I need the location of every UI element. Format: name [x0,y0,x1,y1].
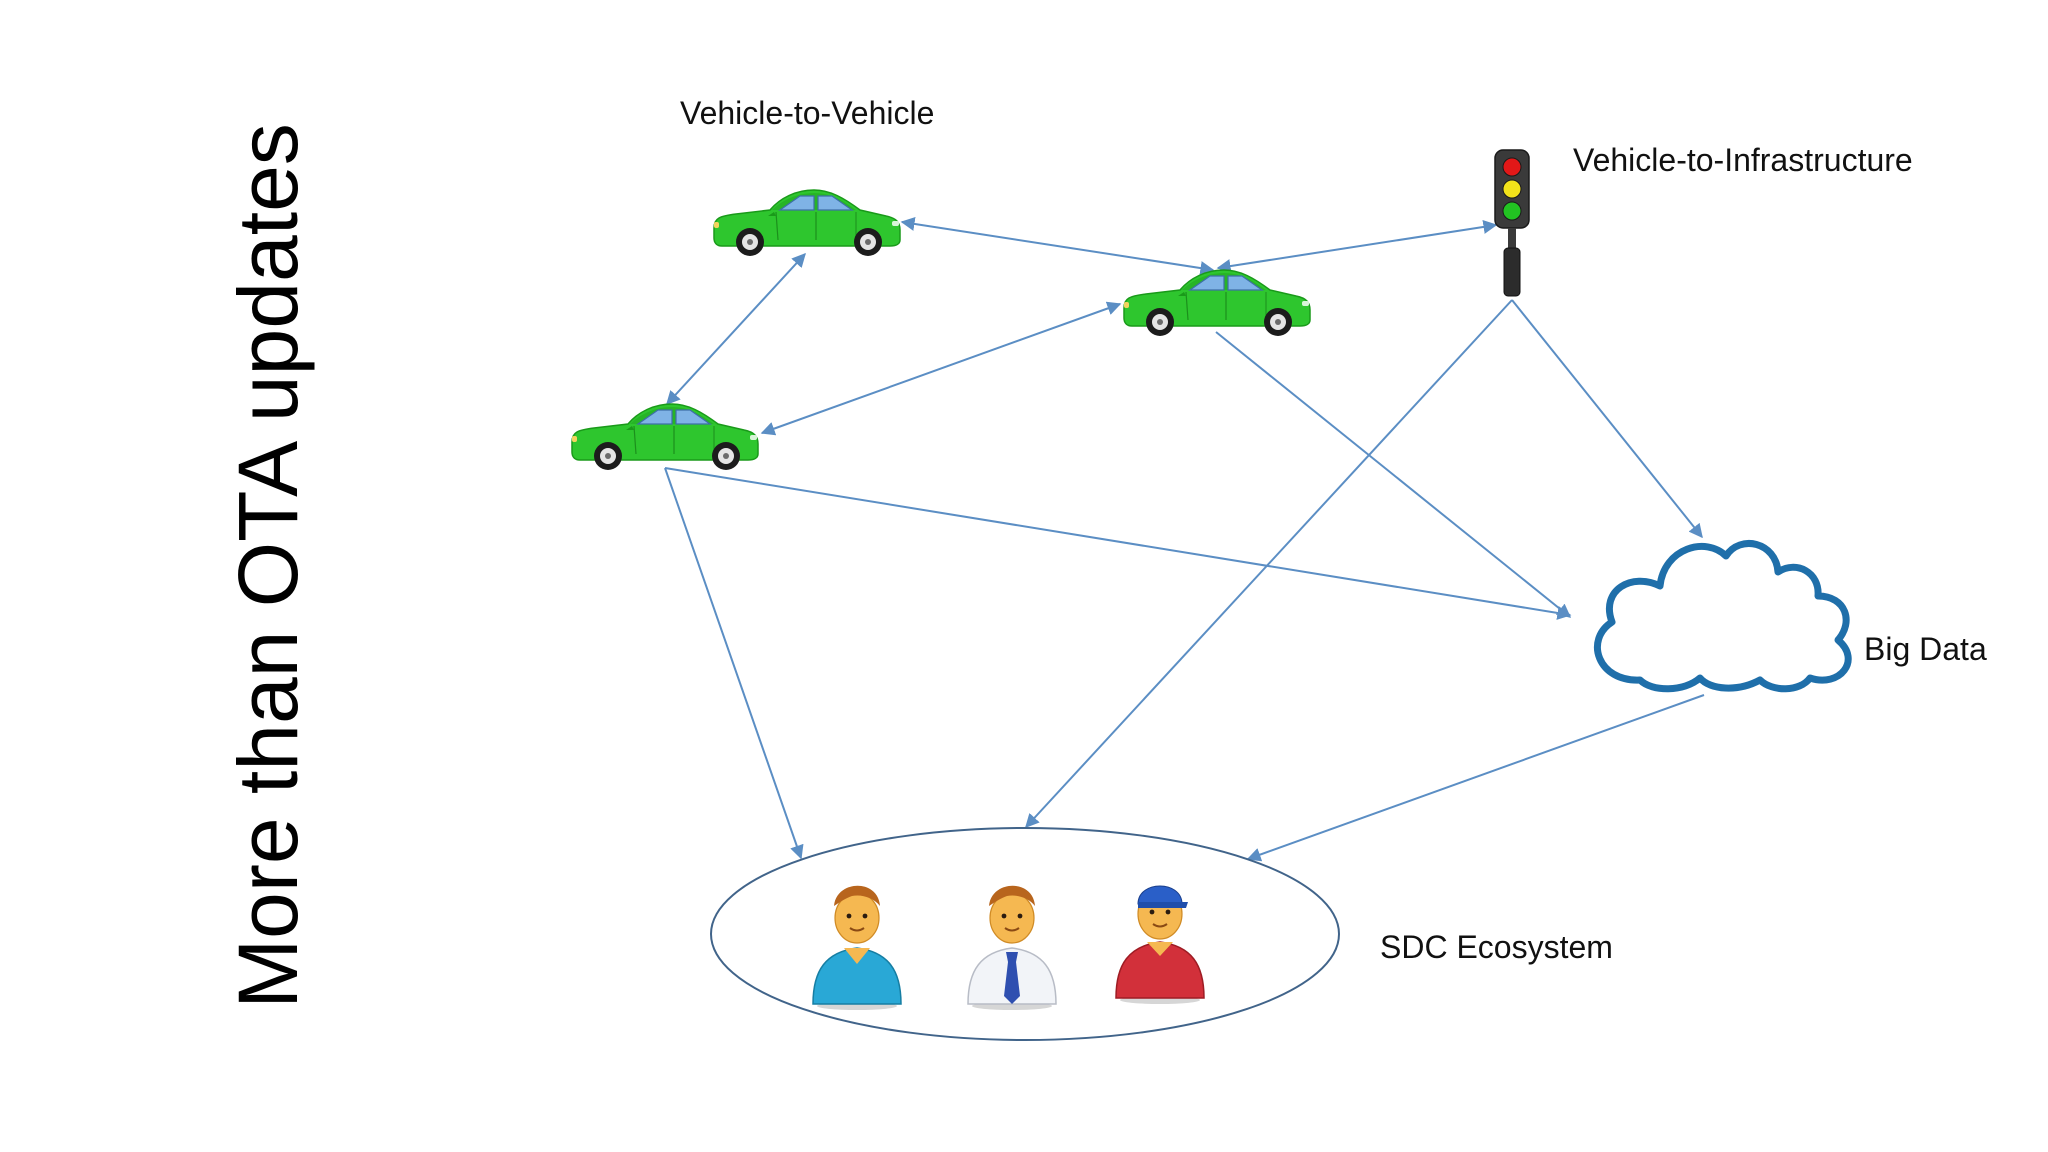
person-icon [812,885,902,1010]
arrow-car-bottom-to-car-mid [760,301,1122,436]
arrow-car-bottom-to-big-data [664,467,1572,620]
car-icon [713,189,901,257]
arrow-traffic-light-to-ecosystem [1025,299,1513,829]
arrow-car-top-left-to-car-bottom [666,252,806,406]
person-icon [967,885,1057,1010]
arrow-car-bottom-to-ecosystem [664,467,804,860]
label-big-data: Big Data [1864,631,1987,667]
cloud-icon [1593,540,1852,693]
label-vehicle-to-infrastructure: Vehicle-to-Infrastructure [1573,142,1913,178]
ecosystem-ellipse [710,827,1340,1041]
arrow-big-data-to-ecosystem [1246,694,1705,862]
person-icon [1115,885,1205,1004]
arrow-traffic-light-to-big-data [1511,299,1703,539]
car-icon [571,403,759,471]
car-icon [1123,269,1311,337]
arrow-car-mid-to-big-data [1215,331,1572,618]
traffic-light-icon [1494,149,1530,297]
label-vehicle-to-vehicle: Vehicle-to-Vehicle [680,95,935,131]
connection-arrows [664,217,1705,862]
arrow-car-mid-to-traffic-light [1216,220,1498,273]
label-sdc-ecosystem: SDC Ecosystem [1380,929,1613,965]
arrow-car-top-left-to-car-mid [900,217,1215,275]
